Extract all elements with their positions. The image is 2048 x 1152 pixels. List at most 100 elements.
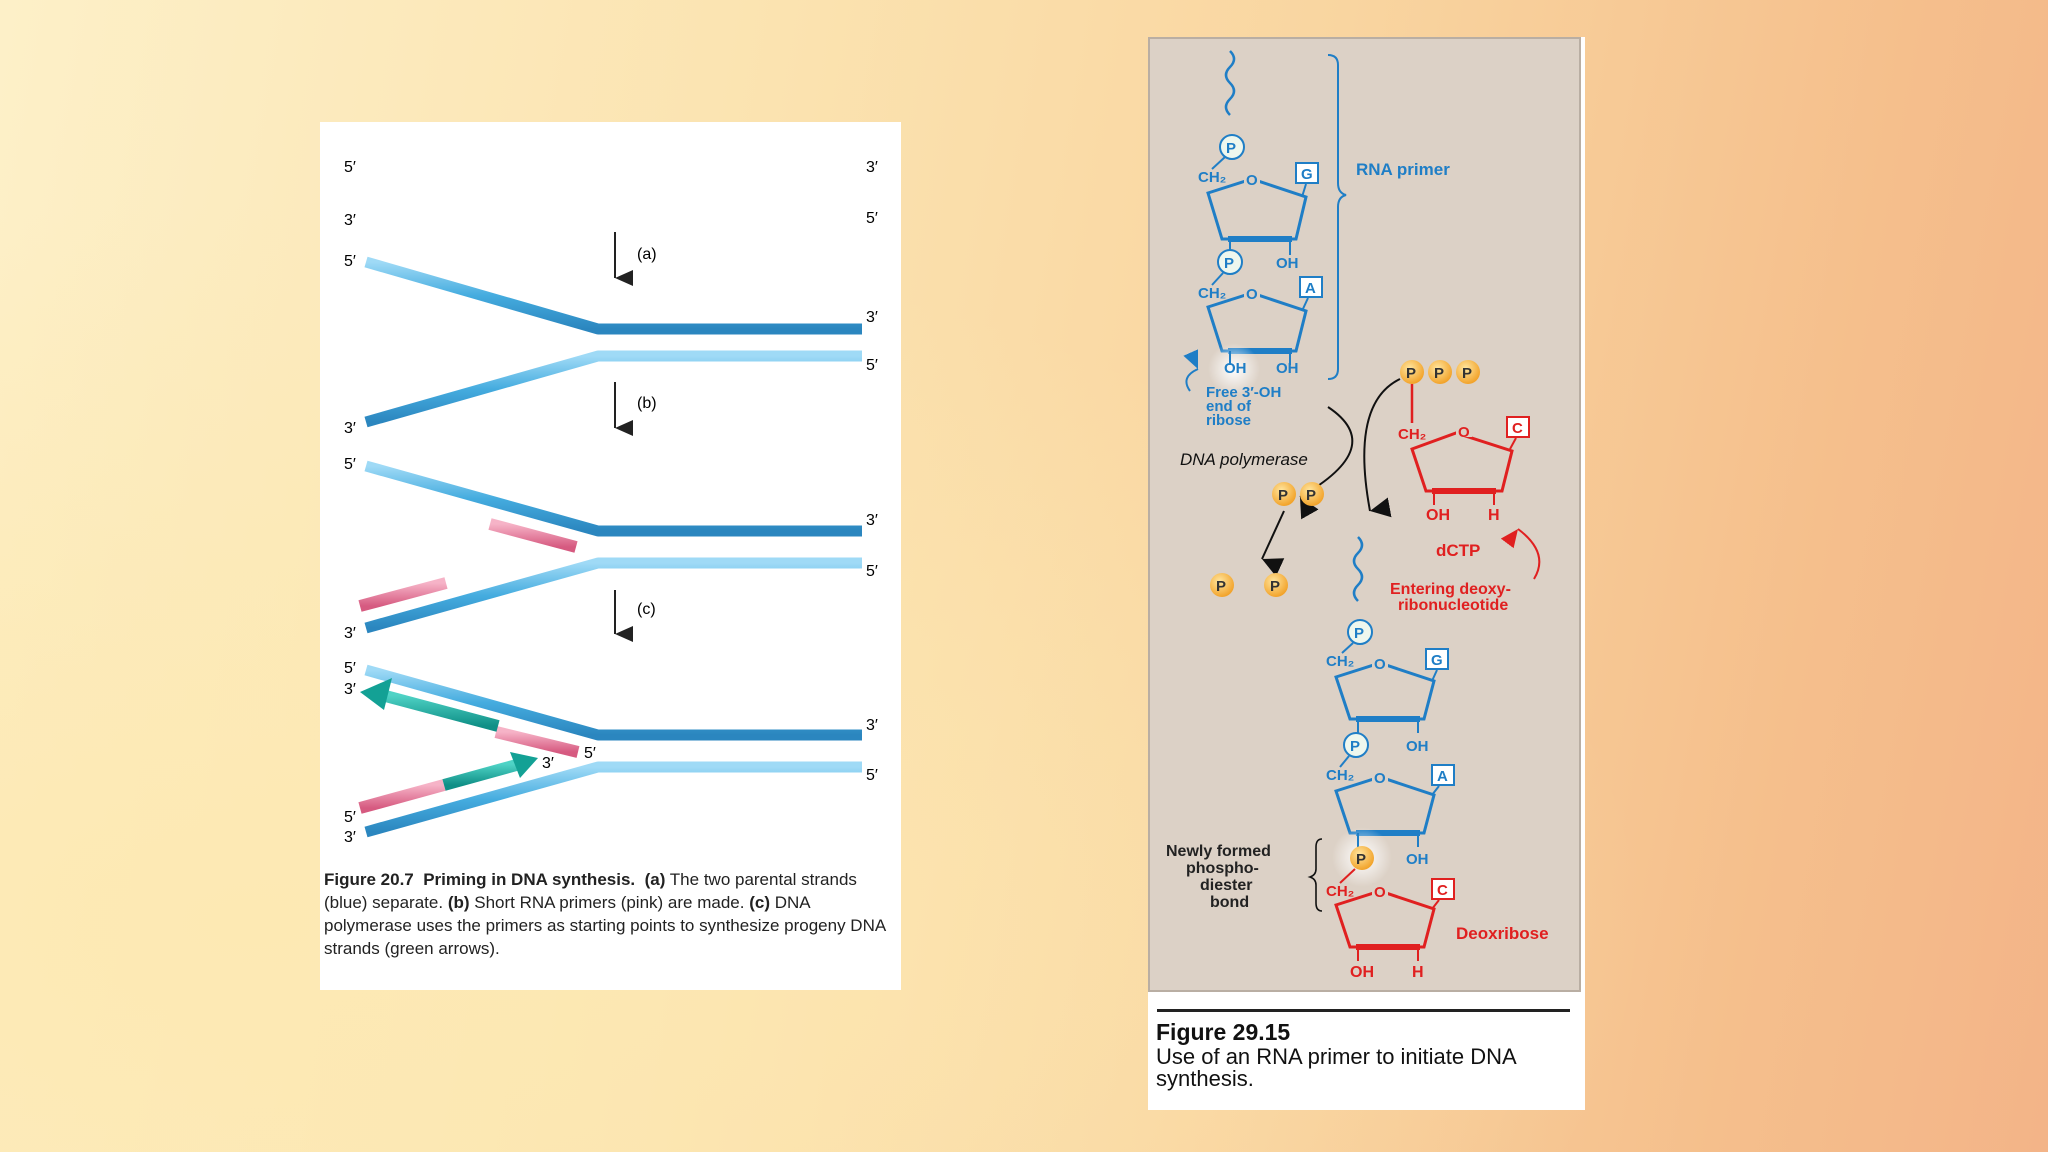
base-a-box (1431, 764, 1455, 786)
label-5prime: 5′ (344, 456, 356, 473)
phosphodiester-label: diester (1200, 877, 1252, 894)
parental-strand-bottom (364, 557, 862, 634)
ch2-label: CH₂ (1398, 426, 1426, 443)
phosphate-label: P (1406, 365, 1416, 382)
oh-label: OH (1350, 964, 1374, 981)
deoxribose-label: Deoxribose (1456, 924, 1549, 943)
chain-continuation (1352, 536, 1364, 602)
label-5prime: 5′ (344, 159, 356, 176)
ch2-label: CH₂ (1326, 767, 1354, 784)
rna-primer-chain: P CH₂ O G P OH CH₂ (1198, 50, 1323, 395)
progeny-dna-strand (442, 758, 522, 791)
stage-separated: 5′ 3′ 5′ 3′ (344, 253, 878, 437)
rna-primer (358, 779, 446, 814)
label-3prime: 3′ (866, 159, 878, 176)
rna-primer (494, 726, 580, 758)
step-label-a: (a) (637, 246, 657, 263)
figure-caption: Figure 20.7 Priming in DNA synthesis. (a… (324, 868, 896, 960)
label-3prime: 3′ (866, 717, 878, 734)
caption-divider (1157, 1009, 1570, 1012)
phosphate-label: P (1226, 140, 1236, 157)
oh-label: OH (1406, 738, 1429, 755)
step-label-b: (b) (637, 395, 657, 412)
caption-c-label: (c) (749, 893, 770, 912)
label-3prime: 3′ (866, 512, 878, 529)
figure-29-15: P CH₂ O G P OH CH₂ (1148, 37, 1585, 1110)
label-3prime: 3′ (344, 625, 356, 642)
base-a-label: A (1437, 768, 1448, 785)
entering-arrow (1500, 528, 1541, 580)
phosphate-icon (1300, 482, 1324, 506)
phosphate-label: P (1278, 487, 1288, 504)
free-end-label: Free 3′-OH (1206, 384, 1281, 401)
caption-number: Figure 20.7 (324, 870, 414, 889)
label-5prime: 5′ (344, 253, 356, 270)
caption-b-text: Short RNA primers (pink) are made. (474, 893, 745, 912)
stage-synthesis: 5′ 3′ 3′ 5′ 3′ 5′ 5′ 3′ (344, 660, 878, 846)
parental-strand-top (364, 460, 862, 537)
reactive-oh-glow (1208, 343, 1260, 395)
oh-label: OH (1426, 507, 1450, 524)
phosphate-icon (1350, 846, 1374, 870)
figure-20-7: 5′ 3′ 3′ 5′ (a) 5′ 3′ 5′ 3′ (b) 5′ 3′ (320, 122, 901, 990)
free-end-label: ribose (1206, 412, 1251, 429)
phosphate-label: P (1350, 738, 1360, 755)
oh-label: OH (1406, 851, 1429, 868)
phosphate-icon (1219, 134, 1245, 160)
base-g-box (1425, 648, 1449, 670)
reaction-arrow (1363, 378, 1401, 518)
free-oh-label: OH (1224, 360, 1247, 377)
caption-title: Figure 29.15 (1156, 1019, 1291, 1045)
label-3prime: 3′ (344, 420, 356, 437)
caption-text: Use of an RNA primer to initiate DNA syn… (1156, 1044, 1516, 1091)
ch2-label: CH₂ (1326, 883, 1354, 900)
caption-title: Priming in DNA synthesis. (423, 870, 636, 889)
phosphate-label: P (1356, 851, 1366, 868)
phosphate-icon (1400, 360, 1424, 384)
ring-oxygen-label: O (1246, 172, 1258, 189)
dna-polymerase-label: DNA polymerase (1180, 450, 1308, 469)
free-end-arrow (1183, 349, 1199, 392)
phosphate-icon (1343, 732, 1369, 758)
ring-oxygen-label: O (1374, 656, 1386, 673)
caption-a-text: The two parental strands (blue) separate… (324, 870, 857, 912)
parental-strand-top (364, 256, 862, 335)
incoming-dctp: P P P CH₂ O C OH H dCTP Entering deoxy- (1390, 360, 1541, 614)
entering-label: ribonucleotide (1398, 597, 1508, 614)
phosphodiester-label: bond (1210, 894, 1249, 911)
ring-oxygen-label: O (1246, 286, 1258, 303)
hydrolysis-arrow (1261, 510, 1285, 577)
caption-c-text: DNA polymerase uses the primers as start… (324, 893, 886, 958)
label-5prime: 5′ (866, 767, 878, 784)
free-end-label: end of (1206, 398, 1252, 415)
progeny-dna-strand (380, 689, 500, 732)
oh-label: OH (1276, 360, 1299, 377)
label-3prime: 3′ (344, 212, 356, 229)
base-c-box (1431, 878, 1455, 900)
chain-continuation (1224, 50, 1236, 116)
ch2-label: CH₂ (1198, 169, 1226, 186)
h-label: H (1488, 507, 1500, 524)
product-chain: P CH₂ O G P OH CH₂ O (1326, 536, 1549, 981)
phosphodiester-brace (1307, 838, 1323, 912)
caption-b-label: (b) (447, 893, 470, 912)
base-c-box (1506, 416, 1530, 438)
phosphate-label: P (1462, 365, 1472, 382)
base-c-label: C (1512, 420, 1523, 437)
priming-diagram: 5′ 3′ 3′ 5′ (a) 5′ 3′ 5′ 3′ (b) 5′ 3′ (344, 159, 878, 846)
base-c-label: C (1437, 882, 1448, 899)
stage-primers: 5′ 3′ 5′ 3′ (344, 456, 878, 642)
caption-a-label: (a) (644, 870, 666, 889)
ch2-label: CH₂ (1326, 653, 1354, 670)
base-a-box (1299, 276, 1323, 298)
stage-double-helix: 5′ 3′ 3′ 5′ (344, 159, 878, 229)
dctp-label: dCTP (1436, 541, 1480, 560)
phosphate-icon (1210, 573, 1234, 597)
label-3prime: 3′ (866, 309, 878, 326)
parental-strand-top (364, 664, 862, 741)
step-label-c: (c) (637, 601, 656, 618)
label-3prime: 3′ (344, 829, 356, 846)
progeny-arrowhead (360, 678, 392, 710)
rna-primer-brace (1327, 54, 1347, 380)
phosphodiester-label: Newly formed (1166, 843, 1271, 860)
